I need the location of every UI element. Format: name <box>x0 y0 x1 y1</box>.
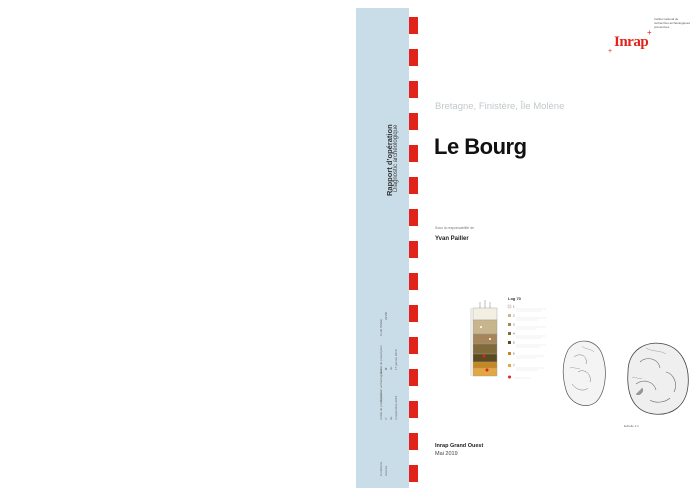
spine-meta-5a: Conditions <box>379 461 383 476</box>
agency-name: Inrap Grand Ouest <box>435 443 484 449</box>
legend-6: 6 <box>513 352 515 356</box>
spine-meta-5b: d’accès <box>384 465 388 476</box>
spine-meta-1a: Code INSEE <box>379 318 383 336</box>
spine-meta-3c: du <box>389 366 393 370</box>
strat-layer-1 <box>472 307 498 321</box>
responsible-name: Yvan Pailler <box>435 236 469 242</box>
legend-7: 7 <box>513 364 515 368</box>
legend-3: 3 <box>513 323 515 327</box>
strat-layer-6 <box>472 361 498 369</box>
stone-mark <box>489 338 491 340</box>
strat-legend: 1 2 3 4 5 6 7 <box>507 305 515 379</box>
spine-red-stripe <box>409 8 418 488</box>
strat-layer-2 <box>472 319 498 335</box>
pebble-drawing-right <box>627 342 689 415</box>
inrap-logo: Inrap <box>614 34 649 50</box>
sample-marker <box>485 368 489 372</box>
legend-2: 2 <box>513 314 515 318</box>
strat-layer-3 <box>472 333 498 345</box>
spine-meta-3d: 17 janvier 2019 <box>394 349 398 370</box>
pebbles-figure <box>562 340 689 415</box>
publication-date: Mai 2019 <box>435 451 458 457</box>
report-spine <box>356 8 418 488</box>
strat-legend-title: Log 70 <box>508 296 522 301</box>
stratigraphy-figure: Log 70 1 2 3 4 5 6 7 <box>470 296 546 379</box>
spine-meta-1b: 29150 <box>384 311 388 320</box>
cover-title: Le Bourg <box>434 134 527 159</box>
responsible-label: Sous la responsabilité de <box>435 226 475 230</box>
spine-subtitle: Diagnostic archéologique <box>393 124 399 192</box>
pebble-drawing-left <box>562 340 606 406</box>
stone-mark <box>480 326 482 328</box>
strat-layer-7 <box>472 367 498 377</box>
logo-cross-icon: + <box>608 48 613 55</box>
legend-5: 5 <box>513 341 515 345</box>
pebbles-caption: Echelle 1:1 <box>624 424 639 428</box>
legend-4: 4 <box>513 332 515 336</box>
cover-region: Bretagne, Finistère, Île Molène <box>435 101 565 112</box>
spine-meta-3a: Arrêté de prescription <box>379 345 383 374</box>
spine-meta-4b: n° <box>384 417 388 420</box>
logo-cross-icon: + <box>647 28 652 37</box>
sample-marker <box>482 354 486 358</box>
stratigraphy-column <box>470 300 498 377</box>
spine-meta-4d: 4 septembre 2019 <box>394 395 398 420</box>
spine-meta-3b: n° <box>384 367 388 370</box>
legend-1: 1 <box>513 305 515 309</box>
institute-name: Institut national de recherches archéolo… <box>654 17 691 29</box>
spine-meta-4a: Arrêté de prescription <box>379 391 383 420</box>
strat-layer-4 <box>472 343 498 355</box>
spine-meta-4c: du <box>389 416 393 420</box>
